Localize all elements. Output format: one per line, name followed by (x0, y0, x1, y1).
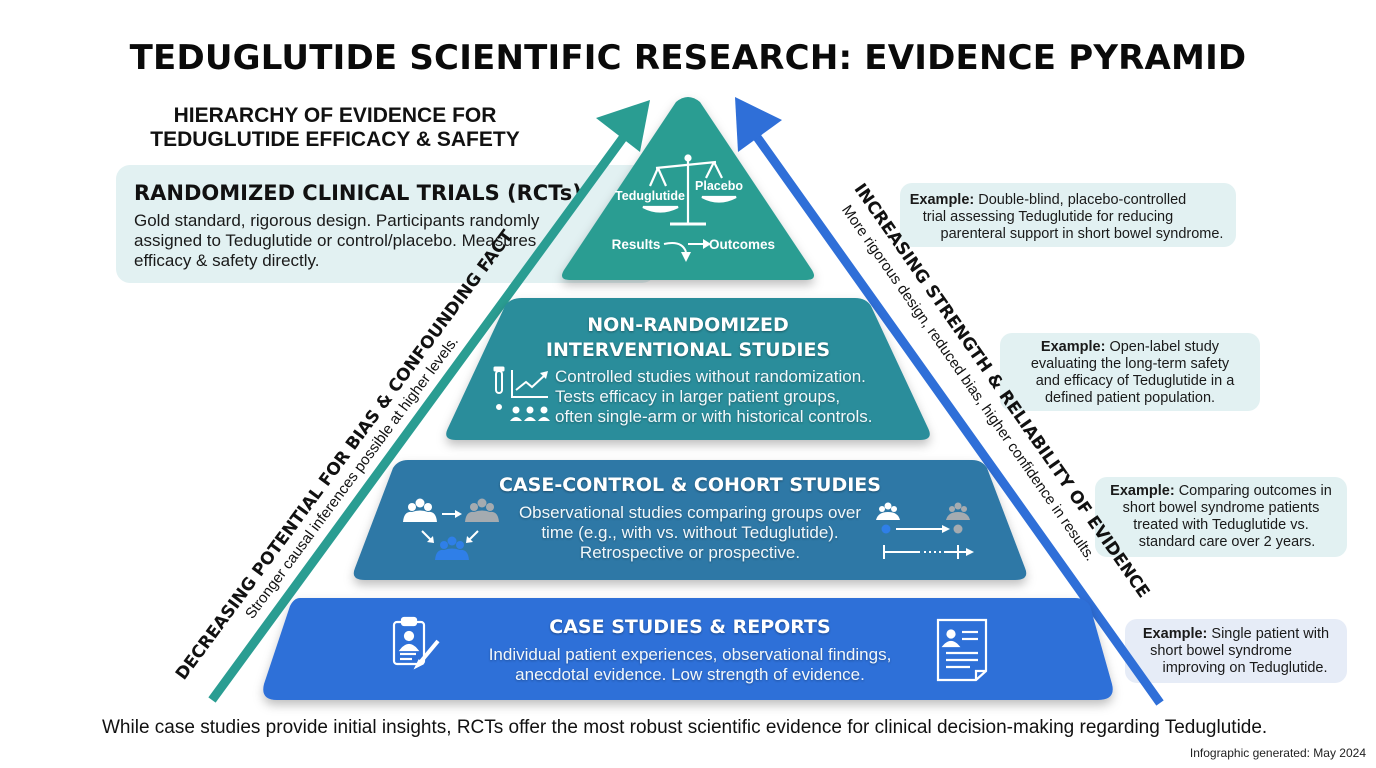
left-increasing-arrow (208, 100, 650, 703)
pyramid-subtitle: HIERARCHY OF EVIDENCE FOR TEDUGLUTIDE EF… (140, 104, 530, 152)
rct-card-heading: RANDOMIZED CLINICAL TRIALS (RCTs) (134, 181, 582, 205)
example-text: and efficacy of Teduglutide in a (1035, 373, 1235, 389)
generated-date: Infographic generated: May 2024 (1189, 746, 1366, 760)
tier-2-heading: NON-RANDOMIZED INTERVENTIONAL STUDIES (488, 313, 888, 363)
tier-2-body-line: Controlled studies without randomization… (555, 367, 866, 386)
rct-card-body: Gold standard, rigorous design. Particip… (134, 211, 540, 270)
example-text: Comparing outcomes in (1178, 483, 1332, 499)
tier-3-body: Observational studies comparing groups o… (500, 503, 880, 563)
tier-4-body: Individual patient experiences, observat… (450, 645, 930, 685)
page-title: TEDUGLUTIDE SCIENTIFIC RESEARCH: EVIDENC… (129, 38, 1247, 78)
example-card-cohort: Example: Comparing outcomes in short bow… (1095, 477, 1347, 557)
scale-right-label: Placebo (695, 179, 743, 193)
right-arrowhead (735, 97, 782, 152)
example-card-rct: Example: Double-blind, placebo-controlle… (900, 183, 1236, 247)
example-text: parenteral support in short bowel syndro… (940, 226, 1224, 242)
example-text: Single patient with (1211, 626, 1330, 642)
example-text: trial assessing Teduglutide for reducing (922, 209, 1174, 225)
clipboard-patient-icon (392, 616, 440, 670)
tier-2-body-line: often single-arm or with historical cont… (555, 407, 873, 426)
balance-scale-icon (642, 154, 737, 226)
example-text: short bowel syndrome (1150, 643, 1292, 659)
tier-case-studies (263, 598, 1113, 700)
right-arrow-shaft (748, 127, 1164, 706)
tier-4-body-line: anecdotal evidence. Low strength of evid… (515, 665, 865, 684)
scale-left-label: Teduglutide (615, 189, 685, 203)
example-text: short bowel syndrome patients (1122, 500, 1320, 516)
tier-3-body-line: time (e.g., with vs. without Teduglutide… (541, 523, 839, 542)
right-increasing-arrow (735, 97, 1164, 706)
example-card-non-randomized: Example: Open-label study evaluating the… (1000, 333, 1260, 411)
example-text: evaluating the long-term safety (1030, 356, 1230, 372)
subtitle-line-2: TEDUGLUTIDE EFFICACY & SAFETY (150, 128, 520, 151)
group-comparison-icon (403, 498, 499, 560)
tier-non-randomized (446, 298, 930, 440)
rct-description-card: RANDOMIZED CLINICAL TRIALS (RCTs) Gold s… (116, 165, 656, 283)
left-arrowhead (596, 100, 650, 152)
example-card-case-study: Example: Single patient with short bowel… (1125, 619, 1347, 683)
example-text: treated with Teduglutide vs. (1133, 517, 1309, 533)
tier-2-body: Controlled studies without randomization… (555, 367, 895, 427)
example-text: Double-blind, placebo-controlled (978, 192, 1187, 208)
results-to-outcomes-arrow-icon (663, 239, 711, 262)
example-text: defined patient population. (1044, 390, 1216, 406)
tier-3-heading: CASE-CONTROL & COHORT STUDIES (499, 474, 881, 496)
tier-3-body-line: Observational studies comparing groups o… (518, 503, 862, 522)
tier-4-heading: CASE STUDIES & REPORTS (549, 616, 831, 638)
tier-2-body-line: Tests efficacy in larger patient groups, (555, 387, 841, 406)
patient-report-icon (936, 618, 988, 682)
outcomes-label: Outcomes (709, 237, 775, 252)
tier-2-heading-line: INTERVENTIONAL STUDIES (545, 339, 831, 361)
example-text: Open-label study (1109, 339, 1220, 355)
example-label: Example: (909, 192, 975, 208)
example-text: improving on Teduglutide. (1162, 660, 1328, 676)
example-label: Example: (1142, 626, 1208, 642)
results-label: Results (612, 237, 661, 252)
cohort-timeline-icon (876, 502, 974, 559)
footer-summary: While case studies provide initial insig… (102, 717, 1268, 738)
tier-case-control-cohort (353, 460, 1027, 580)
example-text: standard care over 2 years. (1138, 534, 1316, 550)
example-label: Example: (1040, 339, 1106, 355)
example-label: Example: (1110, 483, 1175, 499)
subtitle-line-1: HIERARCHY OF EVIDENCE FOR (173, 104, 497, 127)
tier-4-body-line: Individual patient experiences, observat… (488, 645, 892, 664)
tier-3-body-line: Retrospective or prospective. (579, 543, 801, 562)
tier-2-heading-line: NON-RANDOMIZED (587, 314, 789, 336)
left-arrow-shaft (208, 132, 629, 703)
dropper-chart-group-icon (493, 366, 550, 421)
